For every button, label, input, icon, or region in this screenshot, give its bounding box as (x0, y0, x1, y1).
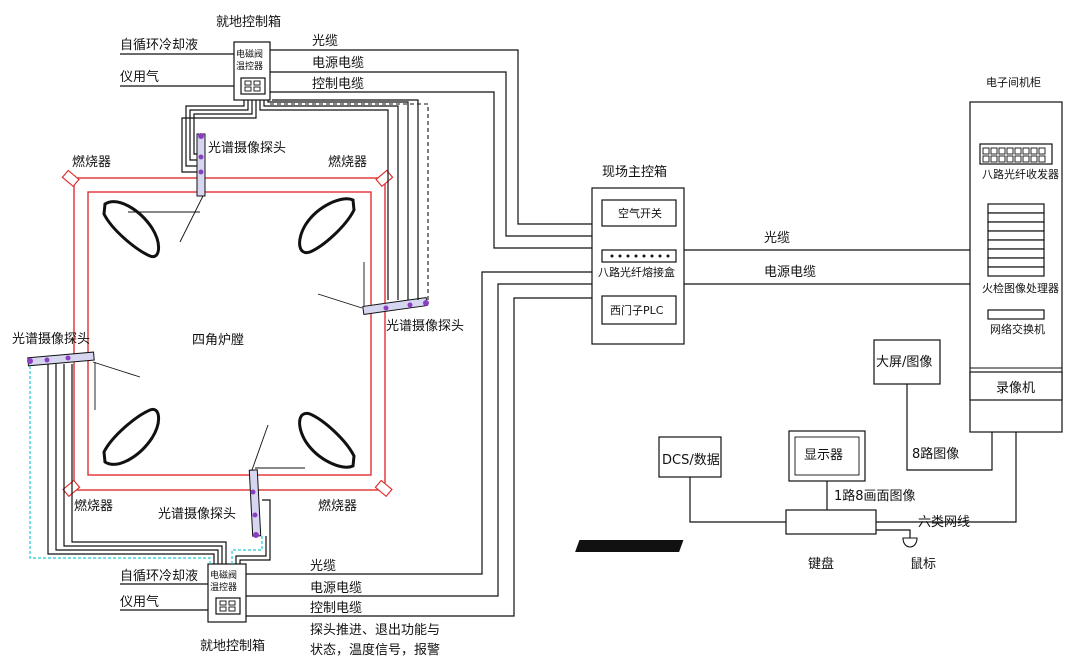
dcs-box (658, 436, 722, 478)
cat6-label: 六类网线 (918, 515, 970, 530)
bottom-local-control-box (207, 563, 247, 623)
mouse-icon (902, 537, 918, 548)
power-bottom-label: 电源电缆 (310, 580, 362, 596)
flame-bl (102, 407, 160, 466)
probe-left-label: 光谱摄像探头 (12, 332, 90, 347)
note-line1: 探头推进、退出功能与 (310, 623, 440, 638)
transceiver-ports (982, 147, 1046, 163)
network-switch-unit (987, 309, 1045, 320)
keyboard-icon (575, 540, 684, 552)
burner-marker-tl (61, 169, 80, 188)
probe-bottom (248, 469, 262, 538)
probe-top-label: 光谱摄像探头 (208, 141, 286, 156)
temp-bottom-label: 温控器 (210, 581, 237, 593)
plc-label: 西门子PLC (610, 303, 664, 317)
bottom-local-box-label: 就地控制箱 (200, 638, 265, 654)
main-control-box (591, 187, 685, 345)
monitor-box (788, 430, 866, 482)
recorder-label: 录像机 (996, 381, 1035, 396)
probe-right-label: 光谱摄像探头 (386, 319, 464, 334)
air-bottom-label: 仪用气 (120, 594, 159, 610)
furnace-label: 四角炉膛 (192, 333, 244, 348)
keyboard-label: 键盘 (808, 556, 834, 572)
top-local-control-box (233, 41, 271, 101)
burner-br-label: 燃烧器 (318, 498, 357, 514)
mouse-cable (876, 529, 911, 538)
link-fiber-label: 光缆 (764, 230, 790, 246)
probe-left (27, 351, 95, 367)
eight-image-line (906, 384, 993, 471)
fiber-transceiver-label: 八路光纤收发器 (982, 167, 1059, 181)
cabinet-title: 电子间机柜 (986, 75, 1041, 89)
probe-bottom-label: 光谱摄像探头 (158, 507, 236, 522)
link-power-label: 电源电缆 (764, 264, 816, 280)
control-top-label: 控制电缆 (312, 76, 364, 92)
main-box-title: 现场主控箱 (602, 164, 667, 180)
fiber-splice-label: 八路光纤熔接盒 (598, 265, 675, 279)
fiber-splice-box (601, 249, 677, 263)
burner-tl-label: 燃烧器 (72, 154, 111, 170)
cat6-line (876, 432, 1017, 523)
valve-top-label: 电磁阀 (236, 48, 263, 60)
power-top-label: 电源电缆 (312, 55, 364, 71)
flame-tr (298, 197, 356, 255)
mouse-label: 鼠标 (910, 557, 936, 572)
local-to-main-cables (246, 49, 592, 617)
fiber-top-label: 光缆 (312, 33, 338, 49)
flame-processor-label: 火检图像处理器 (982, 281, 1059, 295)
burner-bl-label: 燃烧器 (74, 498, 113, 514)
recorder-unit (969, 371, 1063, 401)
temp-top-label: 温控器 (236, 60, 263, 72)
one-to-eight-label: 1路8画面图像 (834, 488, 916, 504)
burner-tr-label: 燃烧器 (328, 154, 367, 170)
big-screen-box (873, 339, 941, 385)
splice-dots (610, 254, 670, 258)
sightline-left (92, 361, 141, 378)
bottom-probe-wiring (29, 364, 271, 564)
air-switch-label: 空气开关 (618, 206, 662, 220)
furnace-outer-wall (73, 177, 386, 491)
monitor-label: 显示器 (804, 448, 843, 463)
eight-images-label: 8路图像 (912, 446, 959, 462)
dcs-label: DCS/数据 (662, 453, 720, 468)
coolant-top-label: 自循环冷却液 (120, 38, 198, 53)
air-top-label: 仪用气 (120, 69, 159, 85)
sightline-top (179, 195, 204, 243)
furnace (61, 169, 394, 498)
probe-top (196, 133, 206, 197)
burner-marker-tr (375, 169, 394, 188)
network-switch-label: 网络交换机 (990, 322, 1045, 336)
top-local-box-label: 就地控制箱 (216, 14, 281, 30)
control-bottom-label: 控制电缆 (310, 600, 362, 616)
flame-br (298, 411, 356, 469)
dcs-line (689, 477, 786, 523)
probe-right (362, 297, 429, 315)
fiber-bottom-label: 光缆 (310, 558, 336, 574)
note-line2: 状态，温度信号，报警 (310, 642, 440, 658)
big-screen-label: 大屏/图像 (876, 355, 932, 370)
sightline-right (317, 293, 363, 309)
furnace-inner-wall (87, 191, 372, 476)
plc-box (601, 295, 677, 325)
burner-marker-br (374, 479, 393, 498)
flame-tl (102, 200, 160, 259)
sightline-bottom (251, 424, 269, 471)
valve-bottom-label: 电磁阀 (210, 569, 237, 581)
host-pc (785, 509, 877, 535)
top-probe-wiring (181, 99, 429, 300)
air-switch-box (601, 199, 677, 227)
coolant-bottom-label: 自循环冷却液 (120, 569, 198, 584)
burner-marker-bl (62, 479, 81, 498)
flame-processor-unit (987, 203, 1045, 277)
